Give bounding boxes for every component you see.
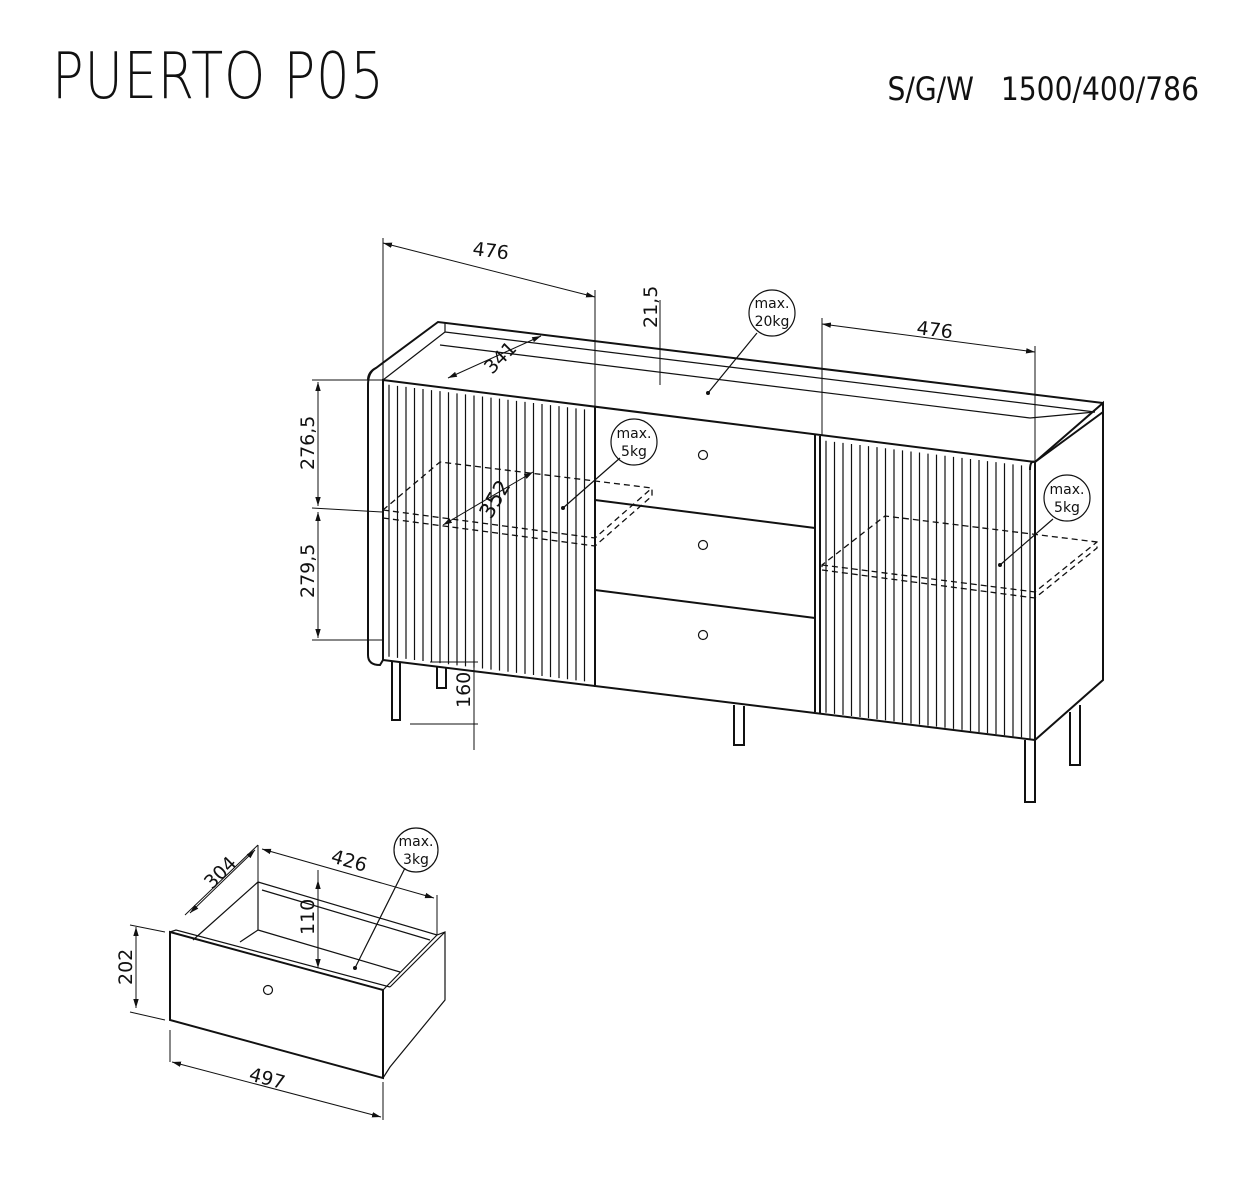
svg-text:20kg: 20kg	[755, 314, 790, 330]
dim-top-thickness: 21,5	[640, 286, 662, 328]
load-right-shelf-callout: max. 5kg	[998, 474, 1091, 567]
product-title: PUERTO P05	[52, 40, 385, 114]
overall-dimensions: S/G/W 1500/400/786	[887, 70, 1199, 108]
load-callouts: max. 20kg max. 5kg max. 5kg	[561, 289, 1091, 567]
dim-lower-height: 279,5	[297, 544, 319, 598]
svg-text:5kg: 5kg	[1054, 500, 1080, 516]
drawer-front-1	[594, 499, 816, 529]
legs	[391, 662, 1081, 803]
svg-text:max.: max.	[617, 426, 652, 442]
drawer-knob-3[interactable]	[697, 629, 709, 641]
drawer-knob-icon	[262, 984, 274, 996]
svg-text:max.: max.	[399, 834, 434, 850]
drawer-knob-1[interactable]	[697, 449, 709, 461]
dim-leg-height: 160	[453, 672, 475, 708]
dim-shelf-depth: 352	[475, 476, 516, 523]
fluted-doors	[388, 384, 1031, 739]
drawer-front-panel	[169, 930, 384, 1080]
cabinet-dimensions: 476 476 21,5 341 352 276,5 279,5 160	[297, 238, 1036, 750]
sideboard	[367, 320, 1104, 803]
svg-text:max.: max.	[1050, 482, 1085, 498]
drawer-detail: 304 426 110 202 497 max. 3kg	[115, 827, 446, 1120]
dim-drawer-inner-width: 426	[329, 846, 370, 877]
dim-right-door-width: 476	[915, 317, 954, 343]
svg-text:5kg: 5kg	[621, 444, 647, 460]
load-drawer-callout: max. 3kg	[353, 827, 439, 970]
dim-inner-depth: 341	[480, 337, 521, 378]
load-left-shelf-callout: max. 5kg	[561, 418, 658, 510]
dim-drawer-depth: 304	[200, 852, 241, 893]
drawer-front-2	[594, 589, 816, 619]
dim-drawer-height: 202	[115, 949, 137, 985]
load-top-callout: max. 20kg	[706, 289, 796, 395]
drawer-knob-2[interactable]	[697, 539, 709, 551]
front-outline	[382, 378, 1036, 742]
right-side-panel	[1029, 400, 1104, 741]
dim-drawer-inner-height: 110	[297, 899, 319, 935]
svg-text:max.: max.	[755, 296, 790, 312]
right-shelf	[821, 515, 1098, 599]
dim-upper-height: 276,5	[297, 416, 319, 470]
dim-left-door-width: 476	[471, 238, 510, 264]
svg-text:3kg: 3kg	[403, 852, 429, 868]
left-side-panel	[367, 367, 384, 667]
dim-drawer-front-width: 497	[247, 1064, 288, 1095]
